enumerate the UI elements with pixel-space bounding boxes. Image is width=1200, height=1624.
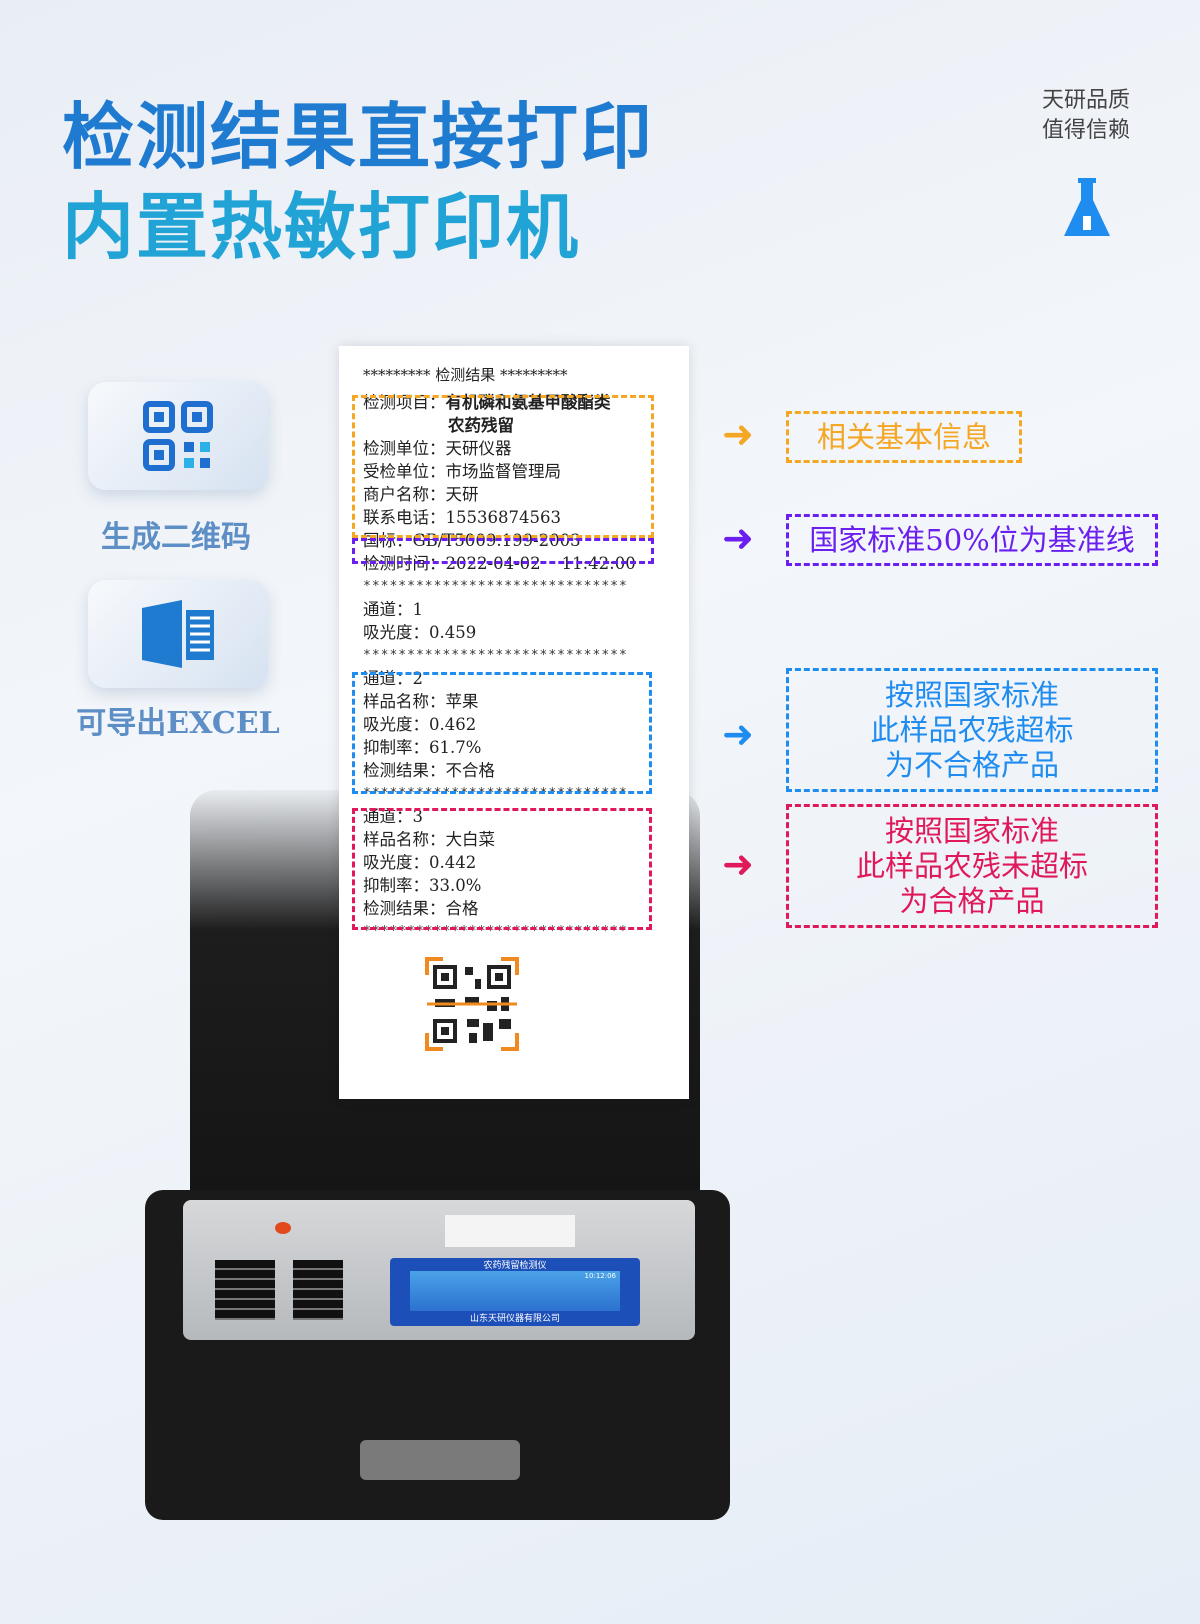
screen-time: 10:12:06 [584,1272,616,1280]
basic-info-note: 相关基本信息 [786,411,1022,463]
headline-line2: 内置热敏打印机 [62,185,581,269]
channel-1-absorbance: 吸光度：0.459 [363,623,477,642]
channel-3: 通道：3 [363,807,423,826]
arrow-right-icon: ➜ [722,842,754,886]
baseline-note: 国家标准50%位为基准线 [786,514,1158,566]
printer-slot [445,1215,575,1247]
contact-phone: 联系电话：15536874563 [363,508,561,527]
channel-1: 通道：1 [363,600,423,619]
channel-3-inhibition: 抑制率：33.0% [363,876,482,895]
sample-slots-right [293,1260,343,1320]
pass-note-line: 为合格产品 [899,883,1045,918]
standard-highlight [352,538,654,564]
pass-note-line: 按照国家标准 [884,813,1059,848]
channel-2-inhibition: 抑制率：61.7% [363,738,482,757]
channel-2-absorbance: 吸光度：0.462 [363,715,477,734]
channel-2-sample: 样品名称：苹果 [363,692,479,711]
basic-info-text: 相关基本信息 [816,419,991,454]
basic-info-highlight [352,395,654,538]
separator: ****************************** [363,579,628,594]
excel-icon [142,600,214,668]
qr-feature-label: 生成二维码 [101,520,251,555]
slogan-line2: 值得信赖 [1042,118,1131,143]
separator: ****************************** [363,648,628,663]
excel-feature-tile [88,580,268,688]
channel-3-sample: 样品名称：大白菜 [363,830,495,849]
baseline-text: 国家标准50%位为基准线 [809,522,1135,557]
device-screen: 农药残留检测仪 10:12:06 山东天研仪器有限公司 [390,1258,640,1326]
item-value-2: 农药残留 [448,416,514,435]
fail-note: 按照国家标准此样品农残超标为不合格产品 [786,668,1158,792]
flask-icon [1064,178,1110,236]
excel-feature-label: 可导出EXCEL [76,706,280,741]
arrow-right-icon: ➜ [722,516,754,560]
printed-receipt: ********* 检测结果 ********* 检测项目：有机磷和氨基甲酸酯类… [339,346,689,1099]
arrow-right-icon: ➜ [722,412,754,456]
inspected-unit: 受检单位：市场监督管理局 [363,462,561,481]
handle [360,1440,520,1480]
qr-code-icon [143,401,213,471]
power-button [275,1222,291,1234]
pass-sample-highlight [352,808,652,930]
arrow-right-icon: ➜ [722,712,754,756]
receipt-qr-code [425,957,519,1051]
channel-3-absorbance: 吸光度：0.442 [363,853,477,872]
fail-note-line: 为不合格产品 [884,747,1059,782]
fail-note-line: 按照国家标准 [884,677,1059,712]
fail-sample-highlight [352,672,652,794]
detection-unit: 检测单位：天研仪器 [363,439,512,458]
qr-feature-tile [88,382,268,490]
screen-title: 农药残留检测仪 [483,1261,547,1271]
pass-note: 按照国家标准此样品农残未超标为合格产品 [786,804,1158,928]
receipt-heading: ********* 检测结果 ********* [363,366,568,384]
sample-slots-left [215,1260,275,1320]
merchant-name: 商户名称：天研 [363,485,479,504]
channel-2-result: 检测结果：不合格 [363,761,495,780]
headline-line1: 检测结果直接打印 [62,95,655,179]
fail-note-line: 此样品农残超标 [870,712,1074,747]
slogan-line1: 天研品质 [1042,88,1131,113]
channel-3-result: 检测结果：合格 [363,899,479,918]
screen-company: 山东天研仪器有限公司 [469,1314,560,1324]
pass-note-line: 此样品农残未超标 [855,848,1088,883]
brand-slogan: 天研品质值得信赖 [1042,86,1130,146]
